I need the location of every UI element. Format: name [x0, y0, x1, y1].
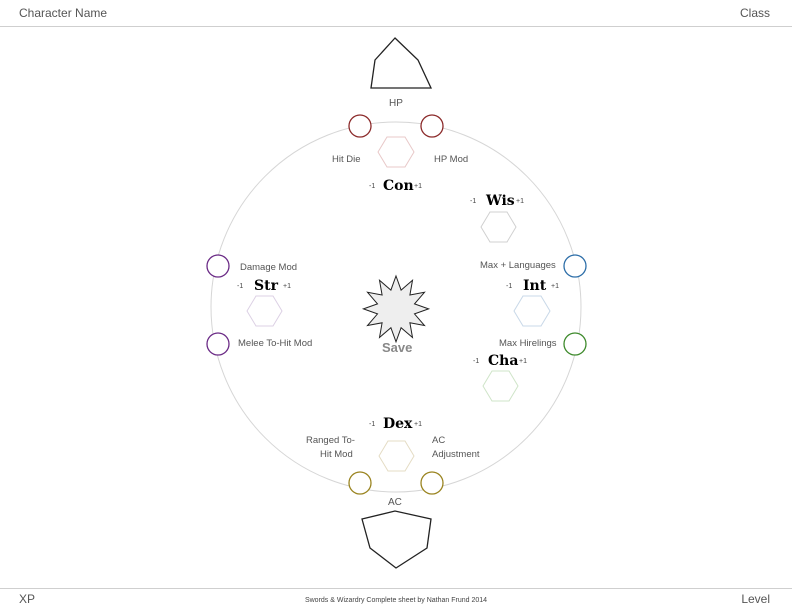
dex-minus: -1: [369, 421, 376, 428]
con-hexagon-icon: [377, 136, 415, 168]
ranged-to-hit-circle: [348, 471, 372, 495]
cha-stat-name: Cha: [488, 353, 519, 369]
dex-hexagon-icon: [378, 440, 415, 472]
stat-ring: [210, 121, 582, 493]
hp-shield-icon: [370, 37, 433, 89]
hp-label: HP: [389, 98, 403, 109]
character-name-field[interactable]: Character Name: [19, 6, 108, 20]
cha-minus: -1: [473, 358, 480, 365]
cha-plus: +1: [519, 358, 527, 365]
wis-minus: -1: [470, 198, 477, 205]
con-stat-name: Con: [383, 178, 414, 194]
max-hirelings-label: Max Hirelings: [499, 338, 557, 349]
dex-stat-name: Dex: [383, 416, 413, 432]
hp-mod-label: HP Mod: [434, 154, 469, 165]
str-minus: -1: [237, 283, 244, 290]
hit-die-circle: [348, 114, 372, 138]
ranged-to-hit-label-line1: Ranged To-: [306, 435, 355, 446]
max-hirelings-circle: [563, 332, 587, 356]
dex-plus: +1: [414, 421, 422, 428]
xp-field[interactable]: XP: [19, 592, 36, 606]
footer-rule: [0, 588, 792, 589]
header-rule: [0, 26, 792, 27]
ranged-to-hit-label-line2: Hit Mod: [320, 449, 353, 460]
ac-label: AC: [388, 497, 402, 508]
int-plus: +1: [551, 283, 559, 290]
save-label: Save: [382, 340, 413, 355]
cha-hexagon-icon: [482, 370, 519, 402]
save-starburst-icon: [361, 274, 431, 344]
con-minus: -1: [369, 183, 376, 190]
max-languages-label: Max + Languages: [480, 260, 556, 271]
ac-adjustment-label-line1: AC: [432, 435, 446, 446]
int-minus: -1: [506, 283, 513, 290]
wis-stat-name: Wis: [486, 193, 515, 209]
str-stat-name: Str: [254, 278, 278, 294]
int-stat-name: Int: [523, 278, 547, 294]
hp-mod-circle: [420, 114, 444, 138]
wis-hexagon-icon: [480, 211, 517, 243]
hit-die-label: Hit Die: [332, 154, 361, 165]
damage-mod-circle: [206, 254, 230, 278]
ac-adjustment-label-line2: Adjustment: [432, 449, 480, 460]
melee-to-hit-circle: [206, 332, 230, 356]
int-hexagon-icon: [513, 295, 551, 327]
melee-to-hit-label: Melee To-Hit Mod: [238, 338, 313, 349]
con-plus: +1: [414, 183, 422, 190]
max-languages-circle: [563, 254, 587, 278]
class-field[interactable]: Class: [739, 6, 770, 20]
str-hexagon-icon: [246, 295, 283, 327]
level-field[interactable]: Level: [741, 592, 770, 606]
ac-shield-icon: [361, 510, 432, 569]
damage-mod-label: Damage Mod: [240, 262, 298, 273]
wis-plus: +1: [516, 198, 524, 205]
str-plus: +1: [283, 283, 291, 290]
ac-adjustment-circle: [420, 471, 444, 495]
credit-text: Swords & Wizardry Complete sheet by Nath…: [304, 597, 488, 604]
